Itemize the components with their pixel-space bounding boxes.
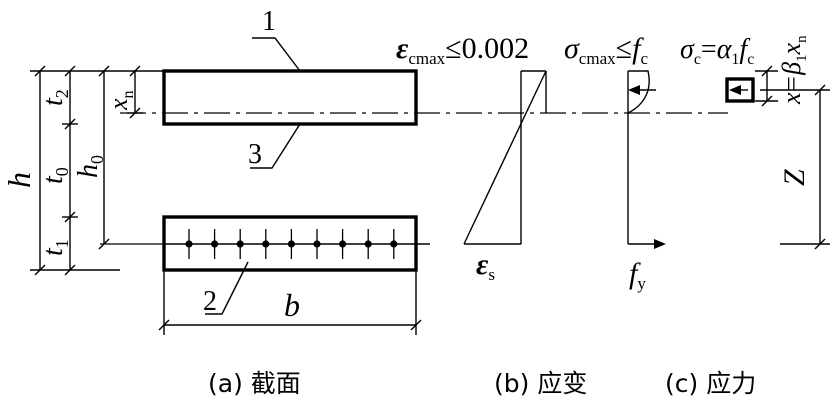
stress-arrow-head — [628, 85, 640, 95]
dim-t1-label: t1 — [38, 239, 72, 256]
leader-3 — [250, 123, 301, 169]
steel-arrow-head — [654, 239, 666, 249]
dim-t0-label: t0 — [38, 167, 72, 184]
dim-b-label: b — [284, 287, 300, 323]
rebar-bar — [287, 240, 295, 248]
rebar-bar — [339, 240, 347, 248]
caption-b: (b) 应变 — [494, 369, 587, 398]
strain-top-label: εcmax≤0.002 — [396, 32, 529, 68]
dim-h0-label: h0 — [73, 155, 107, 178]
leader-1 — [252, 37, 301, 72]
rebar-bars — [185, 229, 398, 259]
stress-parabola — [627, 70, 650, 114]
rebar-bar — [313, 240, 321, 248]
block-depth-label: x=β1xn — [777, 35, 810, 105]
member-label-2: 2 — [203, 286, 217, 317]
dim-h-label: h — [1, 172, 37, 188]
dim-ticks — [34, 65, 141, 276]
rebar-bar — [236, 240, 244, 248]
stress-bottom-label: fy — [629, 257, 646, 293]
z-label: Z — [778, 169, 811, 186]
dim-xn-label: xn — [104, 90, 137, 111]
rebar-bar — [364, 240, 372, 248]
member-label-3: 3 — [248, 139, 262, 170]
rebar-bar — [185, 240, 193, 248]
strain-diagonal — [463, 70, 547, 245]
rebar-bar — [262, 240, 270, 248]
rebar-bar — [390, 240, 398, 248]
leader-2 — [205, 261, 249, 315]
stress-block — [725, 77, 755, 103]
top-flange — [162, 69, 418, 126]
dim-t2-label: t2 — [38, 89, 72, 106]
member-label-1: 1 — [262, 6, 276, 37]
stress-top-label: σcmax≤fc — [564, 32, 648, 68]
block-arrow-head — [729, 85, 741, 95]
rebar-bar — [211, 240, 219, 248]
block-label: σc=α1fc — [680, 34, 754, 68]
strain-bottom-label: εs — [476, 248, 495, 284]
caption-c: (c) 应力 — [665, 369, 756, 398]
caption-a: (a) 截面 — [208, 369, 301, 398]
